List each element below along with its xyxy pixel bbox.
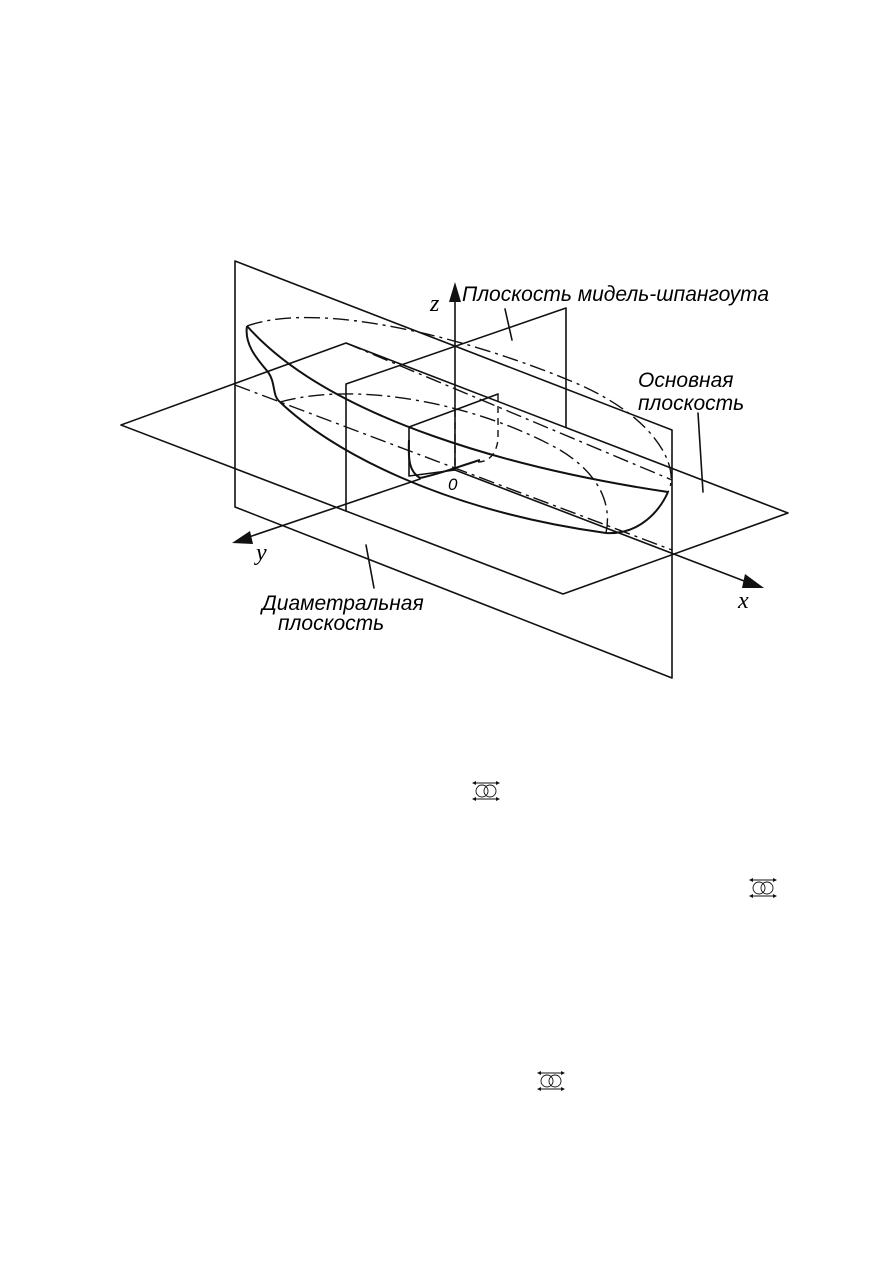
x-axis-label: x bbox=[737, 588, 749, 614]
hull-sheer-line bbox=[246, 325, 669, 493]
y-axis bbox=[232, 478, 421, 544]
label-pointers bbox=[365, 308, 704, 589]
base-plane bbox=[120, 342, 789, 595]
origin-label: 0 bbox=[448, 475, 458, 494]
waterline-dashed bbox=[279, 393, 609, 534]
circle-arrow-mark-icon bbox=[472, 781, 500, 801]
z-axis bbox=[449, 282, 461, 471]
midship-plane bbox=[345, 307, 567, 512]
centre-plane-label-line2: плоскость bbox=[278, 612, 384, 635]
z-axis-label: z bbox=[429, 291, 440, 317]
centre-plane-label-line1: Диаметральная bbox=[260, 592, 424, 615]
circle-arrow-mark-icon bbox=[749, 878, 777, 898]
keel-centreline bbox=[234, 384, 673, 551]
base-plane-label-line1: Основная bbox=[638, 369, 733, 392]
stern-profile bbox=[245, 325, 281, 403]
deck-centreline bbox=[345, 342, 673, 481]
midship-plane-label: Плоскость мидель-шпангоута bbox=[462, 283, 769, 306]
hull-bottom-line bbox=[279, 401, 669, 535]
x-axis bbox=[454, 469, 764, 588]
midship-section bbox=[407, 393, 499, 479]
circle-arrow-mark-icon bbox=[537, 1071, 565, 1091]
deck-outline bbox=[246, 316, 672, 493]
base-plane-label-line2: плоскость bbox=[638, 392, 744, 415]
centre-plane bbox=[234, 260, 673, 679]
y-axis-label: y bbox=[254, 540, 267, 566]
